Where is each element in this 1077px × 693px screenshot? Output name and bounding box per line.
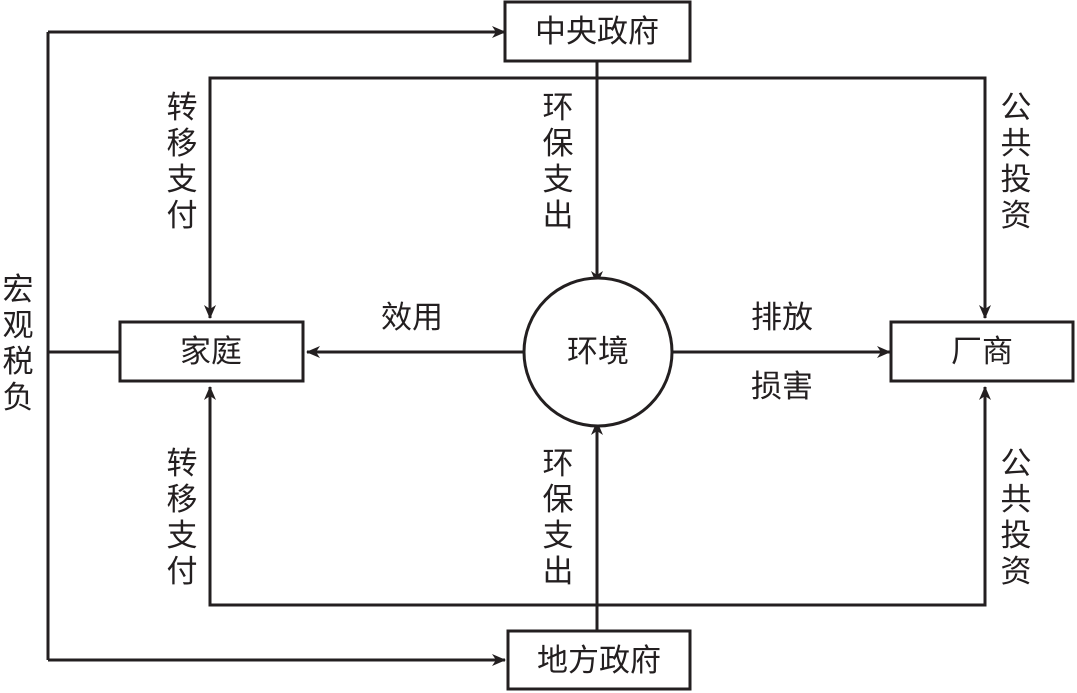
damage-label: 损害 [751,369,813,405]
bottom-transfer-payment-label: 转移支付 [167,446,198,590]
local-gov-label: 地方政府 [537,643,661,679]
bottom-env-expenditure-label: 环保支出 [543,446,574,590]
top-public-investment-label: 公共投资 [1001,90,1032,234]
environment-label: 环境 [567,334,629,370]
local-gov-node: 地方政府 [506,629,692,691]
local-public-investment-arrow [597,386,991,607]
central-transfer-payment-arrow [204,76,597,319]
top-transfer-payment-label: 转移支付 [167,90,198,234]
firm-label: 厂商 [951,334,1013,370]
emission-label: 排放 [751,300,813,336]
household-label: 家庭 [180,334,242,370]
central-public-investment-arrow [597,76,991,319]
macro-tax-label: 宏观税负 [3,272,34,416]
household-node: 家庭 [118,320,305,383]
top-env-expenditure-label: 环保支出 [543,90,574,234]
local-transfer-payment-arrow [204,386,597,607]
bottom-public-investment-label: 公共投资 [1001,446,1032,590]
environment-node: 环境 [522,276,674,428]
central-gov-node: 中央政府 [503,0,692,63]
firm-node: 厂商 [889,320,1075,383]
utility-label: 效用 [381,300,443,336]
central-gov-label: 中央政府 [535,14,659,50]
